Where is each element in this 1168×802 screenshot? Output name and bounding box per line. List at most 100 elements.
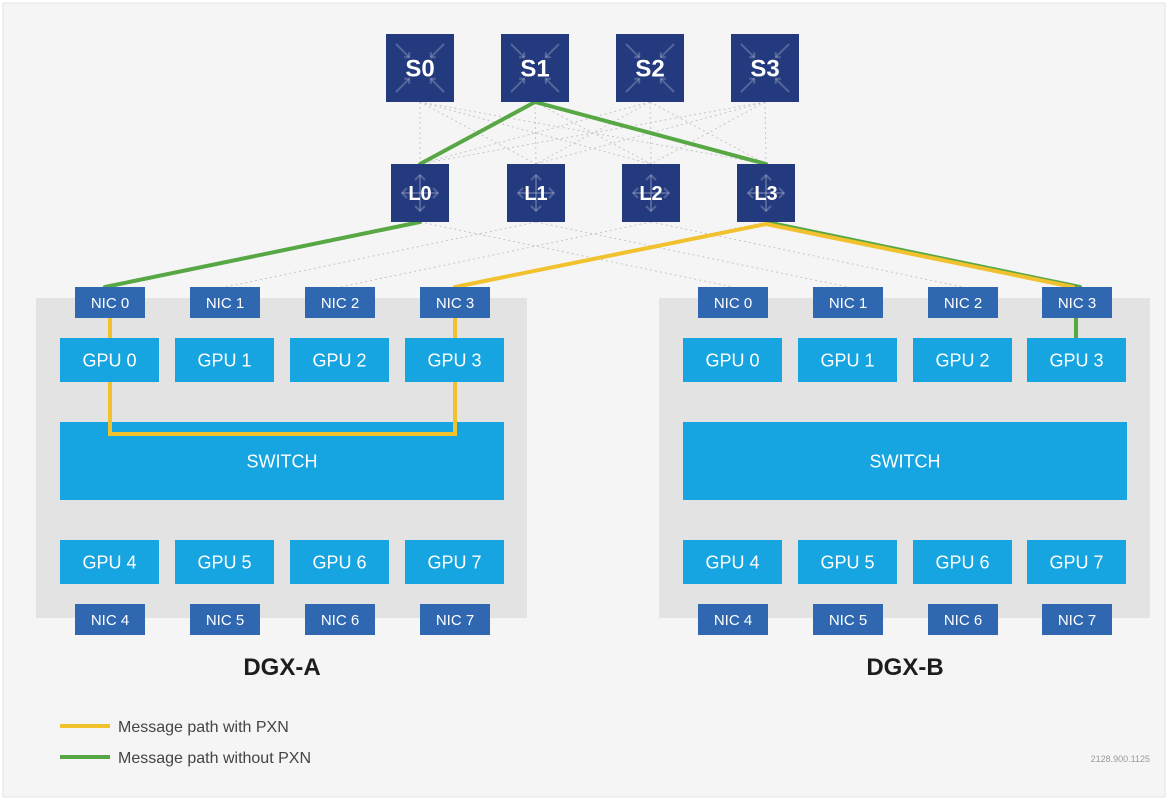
dgx-b-gpu-bottom-2-box xyxy=(913,540,1012,584)
node-label: GPU 3 xyxy=(1049,350,1103,370)
dgx-b-nic-top-2: NIC 2 xyxy=(928,287,998,318)
arrow-icon-stroke xyxy=(775,43,790,58)
dgx-a-gpu-top-1-box xyxy=(175,338,274,382)
dgx-a-nic-bottom-3: NIC 7 xyxy=(420,604,490,635)
dgx-b-gpu-top-3-box xyxy=(1027,338,1126,382)
dgx-a-gpu-bottom-1-box xyxy=(175,540,274,584)
dgx-a-gpu-bottom-3-box xyxy=(405,540,504,584)
dgx-b-gpu-top-0-box xyxy=(683,338,782,382)
arrow-icon-stroke xyxy=(740,78,755,93)
system-label: DGX-B xyxy=(866,654,943,681)
legend: Message path with PXN Message path withou… xyxy=(60,719,311,767)
arrow-icon-head xyxy=(516,187,524,199)
dgx-b-gpu-top-1-box xyxy=(798,338,897,382)
node-label: GPU 2 xyxy=(935,350,989,370)
arrow-icon-head xyxy=(774,77,781,84)
node-label: S3 xyxy=(750,56,779,83)
dgx-a-nic-bottom-0: NIC 4 xyxy=(75,604,145,635)
figure-id-footnote: 2128.900.1125 xyxy=(1091,754,1150,764)
spine-leaf-link xyxy=(764,101,767,165)
arrow-icon-head xyxy=(760,173,772,181)
dgx-b-nic-bottom-3-box xyxy=(1042,604,1112,635)
pxn-path-nic3-to-l3 xyxy=(453,222,768,289)
dgx-a-gpu-top-0-box xyxy=(60,338,159,382)
no-pxn-path-s1-to-l3 xyxy=(533,100,768,166)
dgx-a-gpu-bottom-0-box xyxy=(60,540,159,584)
node-label: GPU 6 xyxy=(935,552,989,572)
arrow-icon-head xyxy=(631,187,639,199)
dgx-b-nic-top-3: NIC 3 xyxy=(1042,287,1112,318)
arrow-icon-stroke xyxy=(395,43,410,58)
dgx-a-nic-bottom-3-box xyxy=(420,604,490,635)
arrow-icon-head xyxy=(519,77,526,84)
leaf-switch-l2-box xyxy=(622,164,680,222)
arrow-icon-head xyxy=(414,205,426,213)
node-label: NIC 4 xyxy=(91,612,129,629)
node-label: GPU 4 xyxy=(705,552,759,572)
dgx-b-gpu-top-1: GPU 1 xyxy=(798,338,897,382)
spine-switch-s3-box xyxy=(731,34,799,102)
arrow-icon-head xyxy=(774,52,781,59)
dgx-b-nic-bottom-3: NIC 7 xyxy=(1042,604,1112,635)
node-label: NIC 0 xyxy=(91,295,129,312)
dgx-a-nic-bottom-0-box xyxy=(75,604,145,635)
node-label: GPU 3 xyxy=(427,350,481,370)
leaf-switch-l0: L0 xyxy=(391,164,449,222)
arrow-icon-stroke xyxy=(660,78,675,93)
dgx-b-nic-bottom-1-box xyxy=(813,604,883,635)
arrow-icon-head xyxy=(548,187,556,199)
dgx-b-gpu-bottom-0-box xyxy=(683,540,782,584)
node-label: GPU 4 xyxy=(82,552,136,572)
legend-label: Message path without PXN xyxy=(118,750,311,767)
dgx-a-nic-top-1-box xyxy=(190,287,260,318)
dgx-b-nic-top-1-box xyxy=(813,287,883,318)
dgx-b-gpu-top-3: GPU 3 xyxy=(1027,338,1126,382)
spine-switch-s3: S3 xyxy=(731,34,799,102)
leaf-switch-l2: L2 xyxy=(622,164,680,222)
leaf-nic-link xyxy=(535,221,849,288)
dgx-b-nvswitch: SWITCH xyxy=(683,422,1127,500)
arrow-icon-head xyxy=(749,77,756,84)
spine-switch-s1-box xyxy=(501,34,569,102)
node-label: GPU 7 xyxy=(427,552,481,572)
arrow-icon-stroke xyxy=(775,78,790,93)
arrow-icon-head xyxy=(659,52,666,59)
node-label: NIC 7 xyxy=(436,612,474,629)
node-label: GPU 7 xyxy=(1049,552,1103,572)
spine-switch-s1: S1 xyxy=(501,34,569,102)
dgx-a-nic-bottom-2: NIC 6 xyxy=(305,604,375,635)
dgx-b-gpu-bottom-1: GPU 5 xyxy=(798,540,897,584)
arrow-icon-head xyxy=(530,205,542,213)
spine-switch-s0-box xyxy=(386,34,454,102)
leaf-nic-link xyxy=(650,221,964,288)
spine-switch-s2-box xyxy=(616,34,684,102)
arrow-icon-stroke xyxy=(545,78,560,93)
dgx-b-gpu-top-2-box xyxy=(913,338,1012,382)
dgx-a-nic-top-3: NIC 3 xyxy=(420,287,490,318)
dgx-a-nic-top-1: NIC 1 xyxy=(190,287,260,318)
leaf-switch-l1: L1 xyxy=(507,164,565,222)
arrow-icon-head xyxy=(746,187,754,199)
dgx-b-nic-top-0-box xyxy=(698,287,768,318)
dgx-b-nic-top-3-box xyxy=(1042,287,1112,318)
arrow-icon-head xyxy=(429,52,436,59)
dgx-a-gpu-top-3-box xyxy=(405,338,504,382)
arrow-icon-stroke xyxy=(395,78,410,93)
spine-leaf-link xyxy=(650,101,766,165)
dgx-b-gpu-bottom-3-box xyxy=(1027,540,1126,584)
arrow-icon-head xyxy=(414,173,426,181)
node-label: NIC 7 xyxy=(1058,612,1096,629)
arrow-icon-head xyxy=(544,77,551,84)
arrow-icon-stroke xyxy=(740,43,755,58)
arrow-icon-stroke xyxy=(430,78,445,93)
arrow-icon-head xyxy=(544,52,551,59)
spine-leaf-link xyxy=(534,101,652,165)
node-label: NIC 2 xyxy=(944,295,982,312)
arrow-icon-stroke xyxy=(545,43,560,58)
dgx-a-gpu-top-2-box xyxy=(290,338,389,382)
arrow-icon-stroke xyxy=(660,43,675,58)
dgx-a-nic-top-2: NIC 2 xyxy=(305,287,375,318)
legend-label: Message path with PXN xyxy=(118,719,289,736)
dgx-b-gpu-bottom-0: GPU 4 xyxy=(683,540,782,584)
node-label: GPU 1 xyxy=(820,350,874,370)
